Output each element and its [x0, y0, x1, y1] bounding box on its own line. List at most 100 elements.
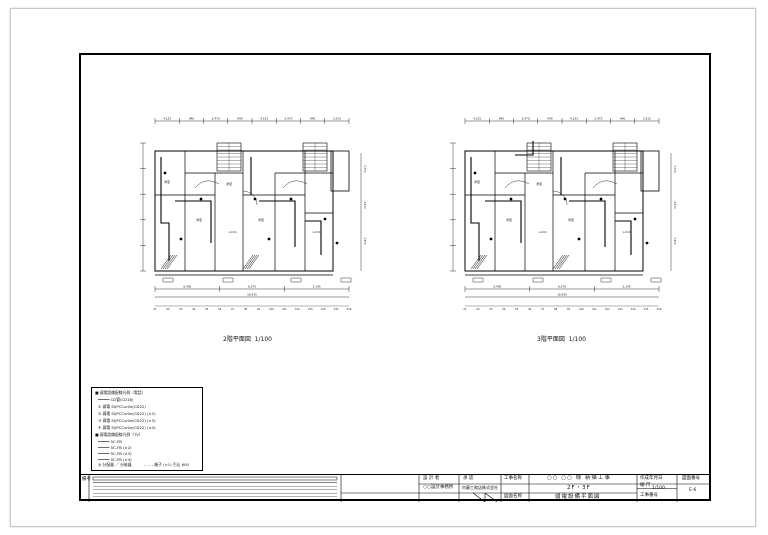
- bottom-dimension-label: 5,145: [623, 285, 631, 289]
- riser-hatch: [248, 254, 260, 270]
- unit-tag-box: [162, 277, 174, 283]
- grid-label: X7: [231, 308, 235, 311]
- top-dimension-label: 940: [310, 117, 316, 121]
- room-label: L.D.K.: [229, 230, 238, 234]
- right-dimension-label: 2,470: [363, 201, 367, 209]
- right-dimension-label: 2,470: [673, 201, 677, 209]
- room-label: 洋室: [568, 217, 574, 222]
- grid-label: X15: [644, 308, 649, 311]
- riser-hatch: [162, 254, 174, 270]
- riser-hatch: [166, 254, 178, 270]
- outlet-symbol: [289, 197, 293, 201]
- grid-label: X5: [205, 308, 209, 311]
- top-dimension-label: 2,470: [212, 117, 220, 121]
- riser-hatch: [246, 254, 258, 270]
- grid-label: X15: [334, 308, 339, 311]
- unit-tag-box: [290, 277, 302, 283]
- right-dimension-label: 3,870: [673, 237, 677, 245]
- outlet-symbol: [267, 237, 271, 241]
- grid-label: X10: [269, 308, 274, 311]
- grid-label: X11: [592, 308, 597, 311]
- outlet-symbol: [335, 241, 339, 245]
- right-dimension-label: 3,870: [363, 237, 367, 245]
- legend-row: ③ 弱電 SI(PCCurlie(CD22) (×3): [98, 418, 156, 423]
- legend-row: ━━━━━ CD管(CD16): [98, 397, 134, 402]
- unit-tag-box: [222, 277, 234, 283]
- legend-row: ━━━━━ 5C-FB: [98, 439, 122, 444]
- bottom-dimension-label: 6,405: [183, 285, 191, 289]
- riser-hatch: [160, 254, 172, 270]
- door-swing: [194, 180, 220, 189]
- door-swing: [552, 190, 568, 206]
- grid-label: X1: [153, 308, 157, 311]
- outlet-symbol: [163, 171, 167, 175]
- top-dimension-label: 3,315: [333, 117, 341, 121]
- room-label: 洋室: [474, 179, 480, 184]
- legend-title-tv: ■ 弱電設備配線凡例（TV）: [95, 432, 143, 437]
- legend-title-phone: ■ 弱電設備配線凡例（電話）: [95, 390, 146, 395]
- grid-label: X5: [515, 308, 519, 311]
- title-block-grid: [88, 475, 709, 502]
- legend-row: ① 弱電 SI(PCCurlie(CD22): [98, 404, 146, 409]
- outlet-symbol: [253, 197, 257, 201]
- wiring-conduit: [515, 141, 534, 156]
- outlet-symbol: [509, 197, 513, 201]
- unit-tag-box: [600, 277, 612, 283]
- grid-label: X11: [282, 308, 287, 311]
- riser-hatch: [552, 254, 564, 270]
- wiring-conduit: [175, 200, 212, 243]
- wiring-conduit: [470, 157, 480, 261]
- wiring-conduit: [259, 200, 296, 247]
- outlet-symbol: [199, 197, 203, 201]
- total-dimension-label: 16,425: [557, 293, 567, 297]
- top-dimension-label: 2,470: [284, 117, 292, 121]
- scale-value: 1/100: [652, 485, 665, 491]
- riser-hatch: [470, 254, 482, 270]
- riser-hatch: [556, 254, 568, 270]
- grid-label: X1: [463, 308, 467, 311]
- riser-hatch: [558, 254, 570, 270]
- floors: 2F・3F: [567, 484, 591, 491]
- grid-label: X13: [618, 308, 623, 311]
- legend-row: ━━━━━ 5C-FB (×3): [98, 451, 132, 456]
- top-dimension-label: 940: [620, 117, 626, 121]
- legend-box: ■ 弱電設備配線凡例（電話） ━━━━━ CD管(CD16) ① 弱電 SI(P…: [91, 387, 203, 471]
- project-name: ○○ ○○ 様 新築工事: [547, 475, 611, 481]
- grid-label: X6: [218, 308, 222, 311]
- legend-row: ◎ 分配器 ／ 分岐器: [98, 462, 132, 467]
- top-dimension-label: 2,470: [594, 117, 602, 121]
- room-label: 洋室: [506, 217, 512, 222]
- bottom-dimension-label: 5,145: [313, 285, 321, 289]
- grid-label: X2: [166, 308, 170, 311]
- grid-label: X16: [657, 308, 662, 311]
- room-label: L.D.K.: [313, 230, 322, 234]
- grid-label: X10: [579, 308, 584, 311]
- grid-label: X7: [541, 308, 545, 311]
- riser-hatch: [554, 254, 566, 270]
- grid-label: X12: [295, 308, 300, 311]
- top-dimension-label: 940: [237, 117, 243, 121]
- drawing-name: 弱電設備平面図: [555, 493, 601, 500]
- grid-label: X14: [321, 308, 326, 311]
- bottom-dimension-label: 6,370: [248, 285, 256, 289]
- legend-row: ② 弱電 SI(PCCurlie(CD22) (×2): [98, 411, 156, 416]
- room-label: 洋室: [226, 181, 232, 186]
- designer-label: 設 計 者: [423, 476, 440, 481]
- project-label: 工事名称: [504, 476, 522, 481]
- title-block: 備考 設 計 者 ○○設計事務所 承 認 内藤工務店株式会社 工事名称 ○○ ○…: [81, 474, 709, 502]
- design-office: ○○設計事務所: [423, 485, 454, 490]
- unit-tag-box: [650, 277, 662, 283]
- outer-wall: [464, 150, 644, 272]
- legend-row: ④ 弱電 SI(PCCurlie(CD22) (×4): [98, 425, 156, 430]
- company-name: 内藤工務店株式会社: [462, 485, 498, 490]
- room-label: L.D.K.: [539, 230, 548, 234]
- grid-label: X16: [347, 308, 352, 311]
- room-label: 洋室: [258, 217, 264, 222]
- room-label: L.D.K.: [623, 230, 632, 234]
- top-dimension-label: 2,470: [522, 117, 530, 121]
- top-dimension-label: 940: [547, 117, 553, 121]
- wiring-conduit: [569, 200, 606, 247]
- total-dimension-label: 16,425: [247, 293, 257, 297]
